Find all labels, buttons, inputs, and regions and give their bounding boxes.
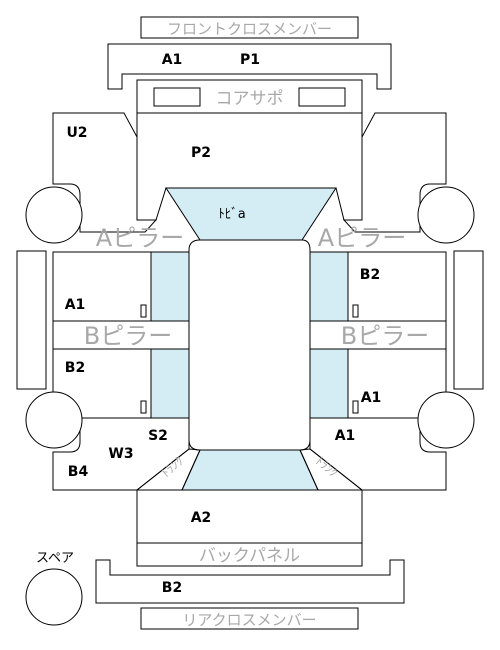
windshield-glass[interactable] <box>165 187 337 241</box>
back-panel-label: バックパネル <box>199 546 300 566</box>
roof-panel[interactable] <box>188 239 311 451</box>
left-front-door-code: A1 <box>65 297 86 313</box>
right-front-door-code: B2 <box>360 267 380 283</box>
core-support-label: コアサポ <box>216 89 284 109</box>
back-panel-box[interactable] <box>136 542 363 567</box>
rear-glass[interactable] <box>181 449 319 491</box>
rear-cross-member-label: リアクロスメンバー <box>182 611 316 629</box>
right-side-mirror-strip[interactable] <box>453 250 484 390</box>
left-front-handle[interactable] <box>140 304 147 318</box>
left-trunk-label: ﾄﾗﾝｸ <box>159 454 186 480</box>
trunk-lid-code: A2 <box>191 510 212 526</box>
left-front-fender-code: U2 <box>66 125 87 141</box>
rear-bumper-outline[interactable] <box>95 559 405 604</box>
right-rear-door-code: A1 <box>361 390 382 406</box>
left-rear-lower-code: S2 <box>148 428 168 444</box>
rear-bumper-code: B2 <box>162 580 182 596</box>
trunk-lid[interactable] <box>136 489 363 544</box>
right-rear-quarter-code: A1 <box>335 428 356 444</box>
left-a-pillar-label: Aピラー <box>96 224 184 252</box>
rear-cross-member-box[interactable] <box>140 607 359 630</box>
hood-code: P2 <box>191 145 211 161</box>
left-rear-handle[interactable] <box>140 400 147 414</box>
right-front-wheel[interactable] <box>417 186 475 244</box>
right-front-fender[interactable] <box>342 112 447 233</box>
left-front-fender[interactable] <box>52 112 158 233</box>
right-b-pillar-label: Bピラー <box>341 322 429 350</box>
front-cross-member-box[interactable] <box>140 16 359 39</box>
left-side-mirror-strip[interactable] <box>16 250 47 390</box>
right-trunk-label: ﾄﾗﾝｸ <box>313 454 340 480</box>
left-b-pillar-band[interactable] <box>52 320 190 350</box>
right-a-pillar-label: Aピラー <box>318 224 406 252</box>
left-headlight[interactable] <box>153 87 201 107</box>
right-rear-wheel[interactable] <box>417 391 475 449</box>
left-rear-quarter-code: W3 <box>108 446 133 462</box>
left-rear-door-code: B2 <box>65 360 85 376</box>
left-rear-wheel[interactable] <box>25 391 83 449</box>
right-front-window[interactable] <box>309 251 349 322</box>
roof-label: ﾄﾋﾞa <box>218 207 245 222</box>
spare-tire[interactable] <box>25 568 83 626</box>
front-bumper-left-code: A1 <box>162 52 183 68</box>
front-cross-member-label: フロントクロスメンバー <box>167 20 332 38</box>
right-rear-handle[interactable] <box>352 400 359 414</box>
left-front-wheel[interactable] <box>25 186 83 244</box>
left-b-pillar-label: Bピラー <box>84 322 172 350</box>
front-bumper-outline[interactable] <box>107 43 392 90</box>
spare-label: スペア <box>36 551 74 566</box>
right-headlight[interactable] <box>298 87 346 107</box>
left-rear-window[interactable] <box>150 348 190 419</box>
left-rear-corner-code: B4 <box>68 464 89 480</box>
front-bumper-right-code: P1 <box>240 52 260 68</box>
right-rear-window[interactable] <box>309 348 349 419</box>
right-front-handle[interactable] <box>352 304 359 318</box>
left-front-window[interactable] <box>150 251 190 322</box>
